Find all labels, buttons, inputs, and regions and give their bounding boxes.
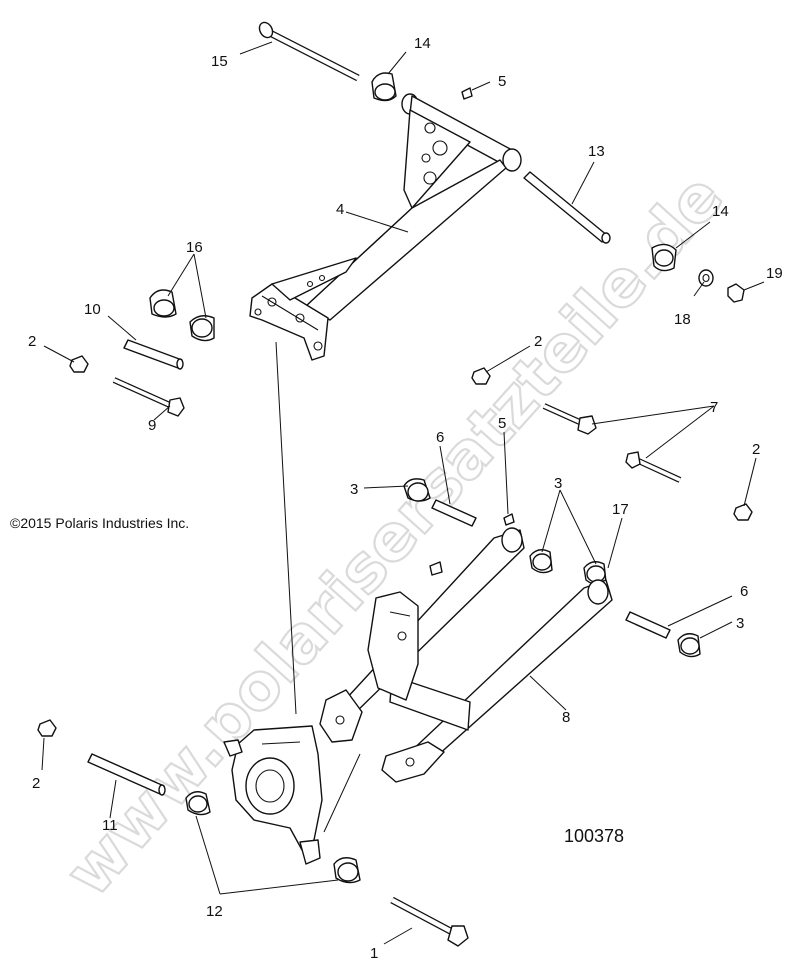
callout-1: 1: [370, 945, 378, 962]
callout-3-right: 3: [736, 615, 744, 632]
callout-9: 9: [148, 417, 156, 434]
part-5-fitting-top: [461, 87, 473, 100]
part-7-bolts: [542, 403, 682, 483]
part-9-bolt: [112, 377, 185, 417]
part-14-bushing-top: [371, 72, 397, 102]
part-14-bushing-right: [651, 243, 677, 272]
knuckle-housing: [223, 725, 323, 865]
callout-7: 7: [710, 399, 718, 416]
callout-3-left: 3: [350, 481, 358, 498]
part-2-nut-lower-left: [37, 719, 57, 737]
part-2-nut-center: [471, 367, 491, 385]
callout-5-lower: 5: [498, 415, 506, 432]
callout-6-left: 6: [436, 429, 444, 446]
callout-3-center: 3: [554, 475, 562, 492]
callout-labels: 15 14 5 13 4 14 19 16 18 10 2 2 9 7 6 5 …: [28, 35, 783, 962]
part-18-washer: [698, 269, 714, 287]
part-16-bushings: [149, 289, 215, 342]
callout-leaders: [41, 41, 765, 945]
part-19-nut: [727, 283, 745, 303]
assembly-guide-lines: [275, 341, 361, 833]
part-6-sleeve-left: [431, 499, 477, 527]
part-1-bolt: [390, 896, 469, 947]
callout-2-left: 2: [28, 333, 36, 350]
part-2-nut-right: [733, 503, 753, 521]
callout-17: 17: [612, 501, 629, 518]
part-11-shaft: [87, 753, 166, 796]
diagram-number: 100378: [564, 826, 624, 846]
callout-4: 4: [336, 201, 344, 218]
callout-14-top: 14: [414, 35, 431, 52]
callout-2-right: 2: [752, 441, 760, 458]
watermark-text: www.polarisersatzteile.de: [52, 160, 738, 910]
part-2-nut-left: [69, 355, 89, 373]
callout-8: 8: [562, 709, 570, 726]
callout-15: 15: [211, 53, 228, 70]
part-13-shaft: [523, 171, 611, 244]
callout-2-center: 2: [534, 333, 542, 350]
part-10-sleeve: [123, 339, 184, 370]
part-5-fitting-lower: [503, 513, 515, 526]
callout-14-right: 14: [712, 203, 729, 220]
copyright-notice: ©2015 Polaris Industries Inc.: [10, 515, 189, 531]
part-12-bushing-b: [333, 857, 361, 884]
part-3-bushing-center-a: [529, 549, 553, 574]
part-3-bushing-right: [677, 633, 701, 658]
callout-18: 18: [674, 311, 691, 328]
part-6-sleeve-right: [625, 611, 671, 639]
callout-11: 11: [102, 817, 118, 834]
callout-19: 19: [766, 265, 783, 282]
callout-2-lower: 2: [32, 775, 40, 792]
callout-16: 16: [186, 239, 203, 256]
callout-6-right: 6: [740, 583, 748, 600]
callout-12: 12: [206, 903, 223, 920]
callout-10: 10: [84, 301, 101, 318]
callout-5-top: 5: [498, 73, 506, 90]
part-8-lower-control-arm: [319, 527, 613, 783]
part-17-fitting: [429, 561, 443, 576]
part-4-upper-control-arm: [249, 93, 522, 361]
part-12-bushing-a: [185, 791, 211, 816]
callout-13: 13: [588, 143, 605, 160]
part-15-bolt: [258, 21, 360, 82]
part-3-bushing-left: [403, 478, 431, 502]
